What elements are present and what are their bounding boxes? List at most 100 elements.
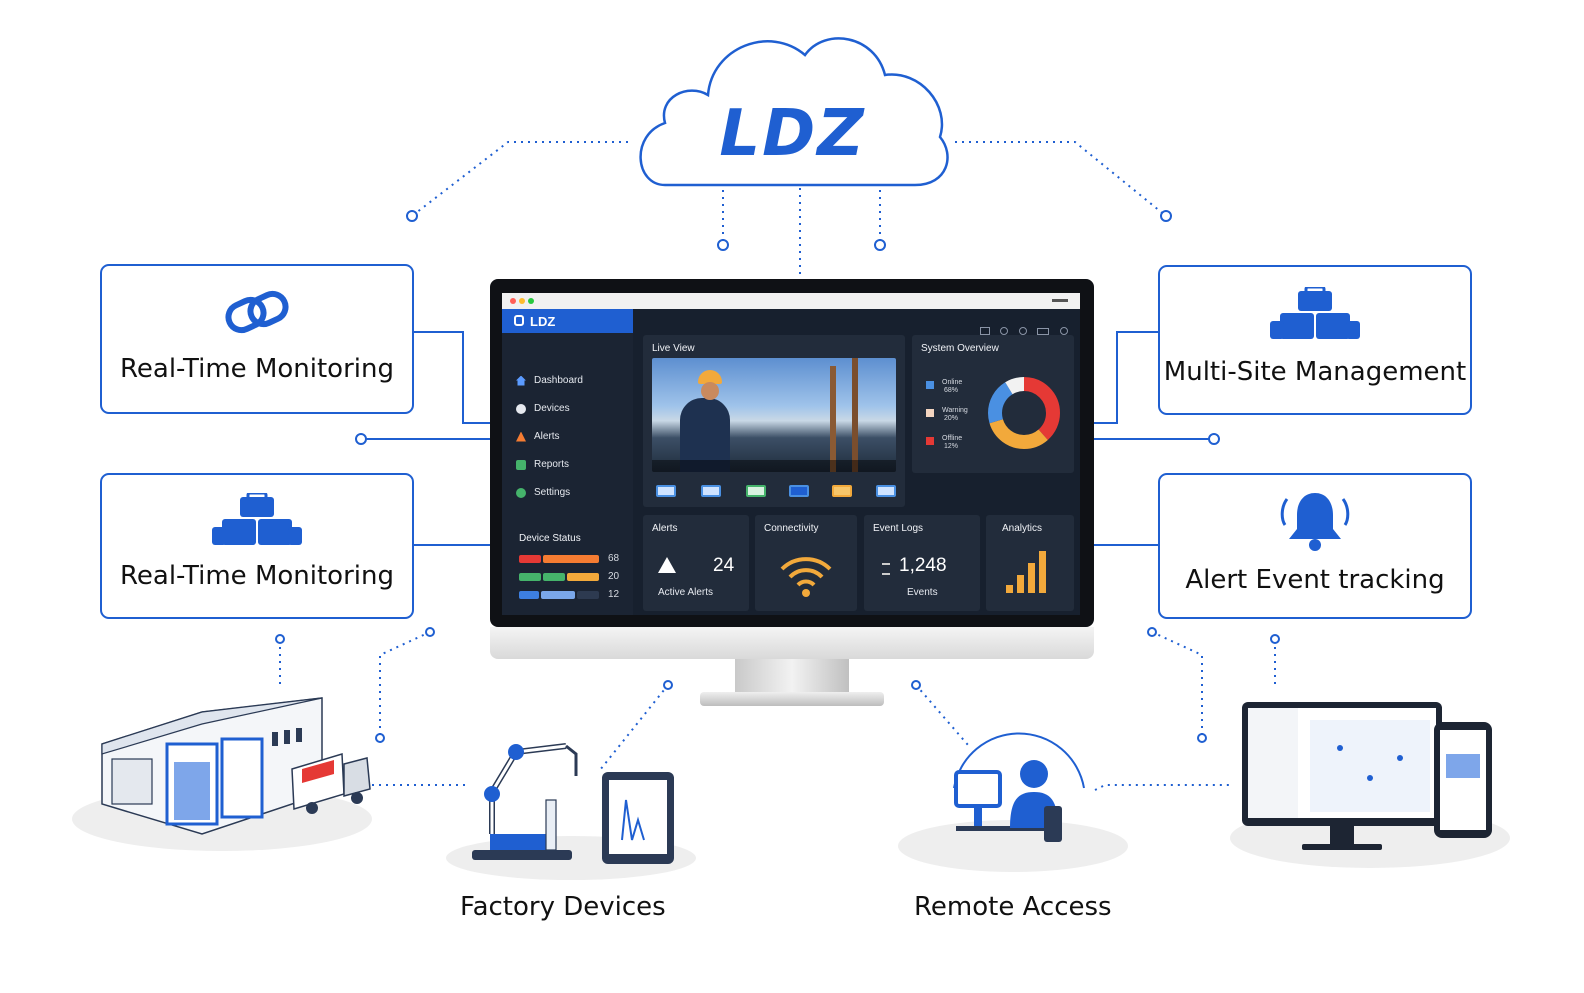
monitor-bezel: LDZ Dashboard Devices Alerts	[490, 279, 1094, 627]
event-logs-panel[interactable]: Event Logs 1,248 Events	[864, 515, 980, 611]
nav-alerts[interactable]: Alerts	[516, 431, 560, 442]
status-bar-1a	[519, 555, 541, 563]
status-bar-2c	[567, 573, 599, 581]
connectivity-title: Connectivity	[764, 523, 819, 534]
cloud-icon	[639, 37, 949, 187]
monitor-stand	[735, 659, 849, 693]
status-bar-2a	[519, 573, 541, 581]
device-status-title: Device Status	[519, 533, 581, 544]
card-label: Multi-Site Management	[1163, 357, 1467, 387]
camera-feed[interactable]	[652, 358, 896, 472]
nav-reports[interactable]: Reports	[516, 459, 569, 470]
head-icon	[701, 382, 719, 400]
event-logs-count: 1,248	[899, 555, 947, 576]
legend-swatch-warning	[926, 409, 934, 417]
window-control-icon[interactable]	[1052, 299, 1068, 302]
analytics-bar-4	[1039, 551, 1046, 593]
legend-value: 12%	[944, 443, 959, 450]
card-real-time-monitoring-2: Real-Time Monitoring	[100, 473, 414, 619]
status-bar-1b	[543, 555, 599, 563]
card-label: Real-Time Monitoring	[120, 561, 394, 591]
nav-label: Dashboard	[534, 375, 583, 386]
help-icon[interactable]	[1000, 327, 1009, 335]
live-view-panel: Live View	[643, 335, 905, 507]
shield-icon	[514, 315, 524, 326]
report-icon	[516, 459, 526, 470]
home-icon	[516, 375, 526, 386]
stacked-boxes-icon	[212, 493, 302, 545]
device-icon	[516, 403, 526, 414]
alerts-panel[interactable]: Alerts 24 Active Alerts	[643, 515, 749, 611]
link-icon	[225, 290, 289, 334]
header-toolbar	[980, 322, 1068, 340]
connectivity-panel[interactable]: Connectivity	[755, 515, 857, 611]
video-controls[interactable]	[652, 460, 896, 472]
minimize-dot[interactable]	[519, 298, 525, 304]
close-dot[interactable]	[510, 298, 516, 304]
analytics-bar-1	[1006, 585, 1013, 593]
structure-icon	[830, 366, 836, 472]
card-label: Alert Event tracking	[1185, 565, 1445, 595]
maximize-dot[interactable]	[528, 298, 534, 304]
warning-icon	[658, 557, 676, 573]
nav-devices[interactable]: Devices	[516, 403, 570, 414]
monitor-foot	[700, 692, 884, 706]
status-value-1: 68	[608, 553, 620, 564]
message-icon[interactable]	[980, 327, 990, 335]
event-logs-title: Event Logs	[873, 523, 924, 534]
legend-swatch-online	[926, 381, 934, 389]
analytics-panel[interactable]: Analytics	[986, 515, 1074, 611]
alerts-title: Alerts	[652, 523, 678, 534]
window-titlebar	[502, 293, 1080, 309]
status-bar-3a	[519, 591, 539, 599]
nav-settings[interactable]: Settings	[516, 487, 570, 498]
legend-value: 68%	[944, 387, 959, 394]
multi-device-illustration	[1230, 702, 1510, 868]
settings-icon[interactable]	[1059, 327, 1068, 335]
alerts-caption: Active Alerts	[658, 587, 714, 598]
warning-icon	[516, 431, 526, 442]
dashboard-brand: LDZ	[502, 309, 633, 333]
status-bar-3b	[541, 591, 575, 599]
card-label: Real-Time Monitoring	[120, 354, 394, 384]
wifi-icon	[780, 557, 832, 597]
status-value-2: 20	[608, 571, 620, 582]
gear-icon	[516, 487, 526, 498]
monitor-chin	[490, 627, 1094, 659]
nav-dashboard[interactable]: Dashboard	[516, 375, 583, 386]
camera-thumb-3[interactable]	[746, 485, 766, 497]
nav-label: Alerts	[534, 431, 560, 442]
nav-label: Settings	[534, 487, 571, 498]
status-bar-3c	[577, 591, 599, 599]
system-overview-panel: System Overview Online 68% Warning 20% O…	[912, 335, 1074, 473]
legend-label: Warning	[942, 407, 968, 414]
camera-thumb-4[interactable]	[789, 485, 809, 497]
remote-access-illustration	[898, 732, 1128, 872]
analytics-bar-3	[1028, 563, 1035, 593]
dashboard-screen: LDZ Dashboard Devices Alerts	[502, 293, 1080, 615]
event-logs-caption: Events	[907, 587, 938, 598]
factory-devices-illustration	[446, 743, 696, 880]
camera-thumb-6[interactable]	[876, 485, 896, 497]
stacked-boxes-icon	[1270, 287, 1360, 339]
dashboard-monitor: LDZ Dashboard Devices Alerts	[490, 279, 1094, 659]
camera-thumb-5[interactable]	[832, 485, 852, 497]
remote-access-label: Remote Access	[914, 892, 1112, 922]
nav-label: Devices	[534, 403, 570, 414]
legend-label: Online	[942, 379, 963, 386]
worker-icon	[680, 398, 730, 472]
status-donut-chart	[988, 377, 1060, 449]
legend-swatch-offline	[926, 437, 934, 445]
user-icon[interactable]	[1018, 327, 1027, 335]
bell-icon	[1280, 493, 1350, 551]
card-real-time-monitoring: Real-Time Monitoring	[100, 264, 414, 414]
analytics-bar-2	[1017, 575, 1024, 593]
card-alert-event-tracking: Alert Event tracking	[1158, 473, 1472, 619]
live-view-title: Live View	[652, 343, 695, 354]
menu-icon[interactable]	[1037, 328, 1050, 335]
camera-thumb-2[interactable]	[701, 485, 721, 497]
camera-thumb-1[interactable]	[656, 485, 676, 497]
ldz-cloud: LDZ	[630, 25, 955, 187]
analytics-title: Analytics	[1002, 523, 1043, 534]
